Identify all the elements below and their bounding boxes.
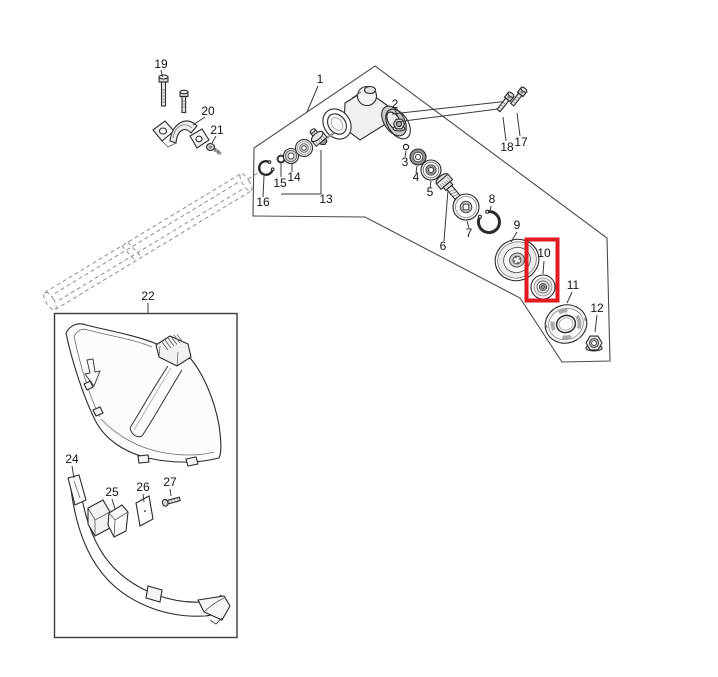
part-10-washer-selected[interactable] xyxy=(530,274,556,300)
clamp-bolt[interactable] xyxy=(179,89,189,114)
part-label-8[interactable]: 8 xyxy=(489,192,496,206)
leader-line-16 xyxy=(262,175,265,198)
leader-line-5 xyxy=(429,180,432,189)
part-label-12[interactable]: 12 xyxy=(590,301,604,315)
part-label-13[interactable]: 13 xyxy=(319,192,333,206)
guard-arrow-marking xyxy=(84,358,101,388)
bolt-18-locator-line xyxy=(395,108,499,123)
part-label-15[interactable]: 15 xyxy=(273,176,287,190)
part-label-9[interactable]: 9 xyxy=(514,218,521,232)
part-5-bearing[interactable] xyxy=(420,159,442,181)
leader-line-6 xyxy=(443,189,449,242)
bolt-17-locator-line xyxy=(391,100,510,115)
part-3-ball[interactable] xyxy=(402,143,410,151)
leader-line-8 xyxy=(489,205,492,213)
leader-line-7 xyxy=(466,220,470,229)
part-14-bearings[interactable] xyxy=(282,138,314,165)
part-4-washer[interactable] xyxy=(409,148,427,166)
leader-line-13 xyxy=(281,150,322,195)
part-label-7[interactable]: 7 xyxy=(466,226,473,240)
leader-line-9 xyxy=(510,231,518,243)
part-label-3[interactable]: 3 xyxy=(402,155,409,169)
part-7-gear-wheel[interactable] xyxy=(452,193,480,221)
part-19-bolt[interactable] xyxy=(158,74,169,107)
part-12-nut[interactable] xyxy=(585,335,603,352)
leader-line-10 xyxy=(542,260,545,275)
leader-line-17 xyxy=(516,112,521,137)
leader-line-27 xyxy=(169,488,172,497)
leader-line-24 xyxy=(71,465,75,479)
part-18-bolt[interactable] xyxy=(496,91,515,113)
leader-line-20 xyxy=(192,116,206,126)
part-label-18[interactable]: 18 xyxy=(500,140,514,154)
part-24-guard-extension[interactable] xyxy=(67,474,231,625)
leader-line-18 xyxy=(502,116,507,142)
part-label-25[interactable]: 25 xyxy=(105,485,119,499)
part-label-21[interactable]: 21 xyxy=(210,123,224,137)
part-17-bolt[interactable] xyxy=(509,86,528,107)
part-20-clamp[interactable] xyxy=(152,120,210,149)
leader-line-1 xyxy=(306,85,319,113)
part-label-17[interactable]: 17 xyxy=(514,135,528,149)
leader-line-11 xyxy=(566,291,573,304)
part-label-26[interactable]: 26 xyxy=(136,480,150,494)
part-label-5[interactable]: 5 xyxy=(427,185,434,199)
leader-line-19 xyxy=(160,69,163,78)
part-label-6[interactable]: 6 xyxy=(440,239,447,253)
part-label-11[interactable]: 11 xyxy=(567,278,580,292)
tube-axis-dashes xyxy=(247,170,262,180)
part-11-flange-cup[interactable] xyxy=(540,299,592,349)
part-25-cutoff-blade[interactable] xyxy=(107,504,129,538)
part-label-14[interactable]: 14 xyxy=(287,170,301,184)
part-shaft-tube[interactable] xyxy=(41,172,254,312)
part-8-circlip[interactable] xyxy=(477,209,501,234)
part-label-1[interactable]: 1 xyxy=(317,72,324,86)
part-13-pinion-shaft[interactable] xyxy=(306,125,328,148)
leader-line-26 xyxy=(142,493,145,503)
part-16-snap-ring[interactable] xyxy=(258,160,275,176)
part-label-27[interactable]: 27 xyxy=(163,475,177,489)
part-label-4[interactable]: 4 xyxy=(413,170,420,184)
part-label-20[interactable]: 20 xyxy=(201,104,215,118)
part-26-plate[interactable] xyxy=(135,495,154,527)
leader-line-25 xyxy=(111,498,116,510)
part-label-19[interactable]: 19 xyxy=(154,57,168,71)
part-label-10[interactable]: 10 xyxy=(537,246,551,260)
part-21-screw[interactable] xyxy=(205,142,222,156)
assembly-outline xyxy=(252,65,611,363)
leader-line-3 xyxy=(404,150,407,158)
part-22-guard[interactable] xyxy=(65,323,222,467)
leader-line-4 xyxy=(415,165,418,174)
leader-line-12 xyxy=(594,314,598,333)
part-27-screw[interactable] xyxy=(161,496,181,507)
part-label-24[interactable]: 24 xyxy=(65,452,79,466)
selected-part-highlight-box xyxy=(524,237,560,303)
part-label-2[interactable]: 2 xyxy=(392,97,399,111)
part-label-16[interactable]: 16 xyxy=(256,195,270,209)
part-label-22[interactable]: 22 xyxy=(141,289,155,303)
leader-line-21 xyxy=(211,135,217,144)
